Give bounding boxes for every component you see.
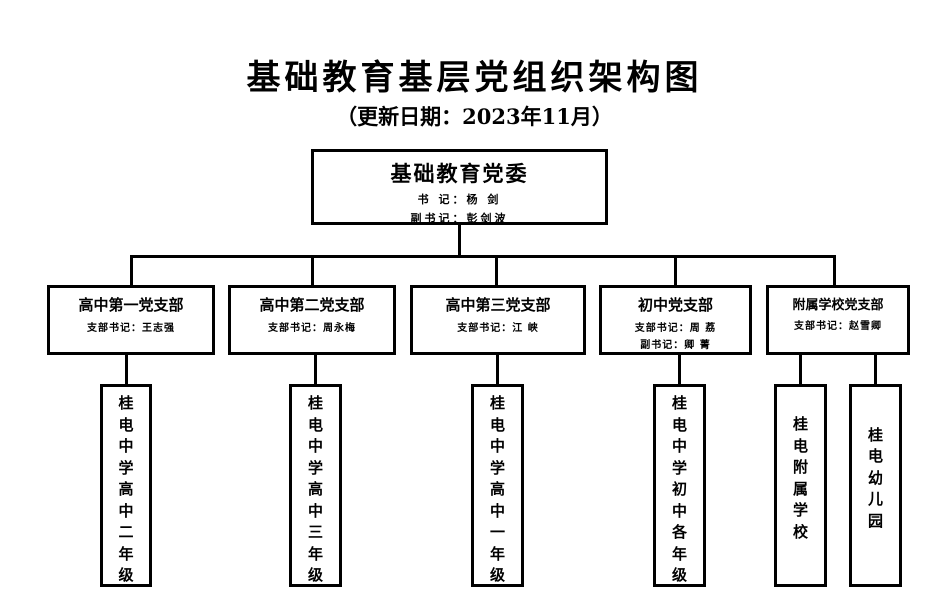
root-secretary: 书 记：杨 剑 [417, 193, 502, 206]
branch-box-5: 附属学校党支部 支部书记：赵雪卿 [766, 285, 910, 355]
unit-box-2: 桂电中学高中三年级 [289, 384, 342, 587]
unit-name: 桂电中学初中各年级 [671, 394, 687, 584]
update-date: （更新日期：2023年11月） [336, 104, 613, 129]
branch-box-1: 高中第一党支部 支部书记：王志强 [47, 285, 215, 355]
branch-secretary-2: 支部书记：周永梅 [268, 323, 356, 334]
branch-box-2: 高中第二党支部 支部书记：周永梅 [228, 285, 396, 355]
branch-bus [130, 255, 836, 258]
branch-box-4: 初中党支部 支部书记：周 荔 副书记：卿 菁 [599, 285, 752, 355]
branch-name-4: 初中党支部 [637, 296, 713, 314]
unit-connector-1 [125, 355, 128, 385]
branch-connector-5 [833, 255, 836, 286]
branch-connector-3 [495, 255, 498, 286]
branch-name-5: 附属学校党支部 [792, 298, 884, 313]
unit-connector-2 [314, 355, 317, 385]
branch-connector-4 [674, 255, 677, 286]
unit-box-3: 桂电中学高中一年级 [471, 384, 524, 587]
branch-secretary-5: 支部书记：赵雪卿 [794, 321, 882, 332]
root-committee: 基础教育党委 书 记：杨 剑 副书记：彭剑波 [311, 149, 608, 225]
branch-connector-1 [130, 255, 133, 286]
unit-name: 桂电中学高中一年级 [489, 394, 505, 584]
root-connector [458, 225, 461, 257]
unit-name: 桂电中学高中二年级 [118, 394, 134, 584]
unit-box-1: 桂电中学高中二年级 [100, 384, 152, 587]
unit-box-5a: 桂电附属学校 [774, 384, 827, 587]
branch-name-1: 高中第一党支部 [78, 296, 184, 314]
branch-deputy-secretary-4: 副书记：卿 菁 [640, 340, 711, 351]
branch-name-3: 高中第三党支部 [445, 296, 551, 314]
unit-name: 桂电附属学校 [792, 415, 808, 541]
unit-box-4: 桂电中学初中各年级 [653, 384, 706, 587]
branch-name-2: 高中第二党支部 [259, 296, 365, 314]
root-name: 基础教育党委 [390, 161, 529, 186]
unit-connector-5a [799, 355, 802, 385]
branch-connector-2 [311, 255, 314, 286]
branch-box-3: 高中第三党支部 支部书记：江 峡 [410, 285, 586, 355]
root-deputy-secretary: 副书记：彭剑波 [410, 212, 509, 225]
branch-secretary-4: 支部书记：周 荔 [634, 323, 717, 334]
branch-secretary-3: 支部书记：江 峡 [457, 323, 539, 334]
branch-secretary-1: 支部书记：王志强 [87, 323, 175, 334]
unit-connector-5b [874, 355, 877, 385]
unit-connector-3 [496, 355, 499, 385]
unit-name: 桂电幼儿园 [867, 425, 883, 530]
unit-box-5b: 桂电幼儿园 [849, 384, 902, 587]
unit-name: 桂电中学高中三年级 [307, 394, 323, 584]
unit-connector-4 [678, 355, 681, 385]
page-title: 基础教育基层党组织架构图 [246, 58, 703, 98]
